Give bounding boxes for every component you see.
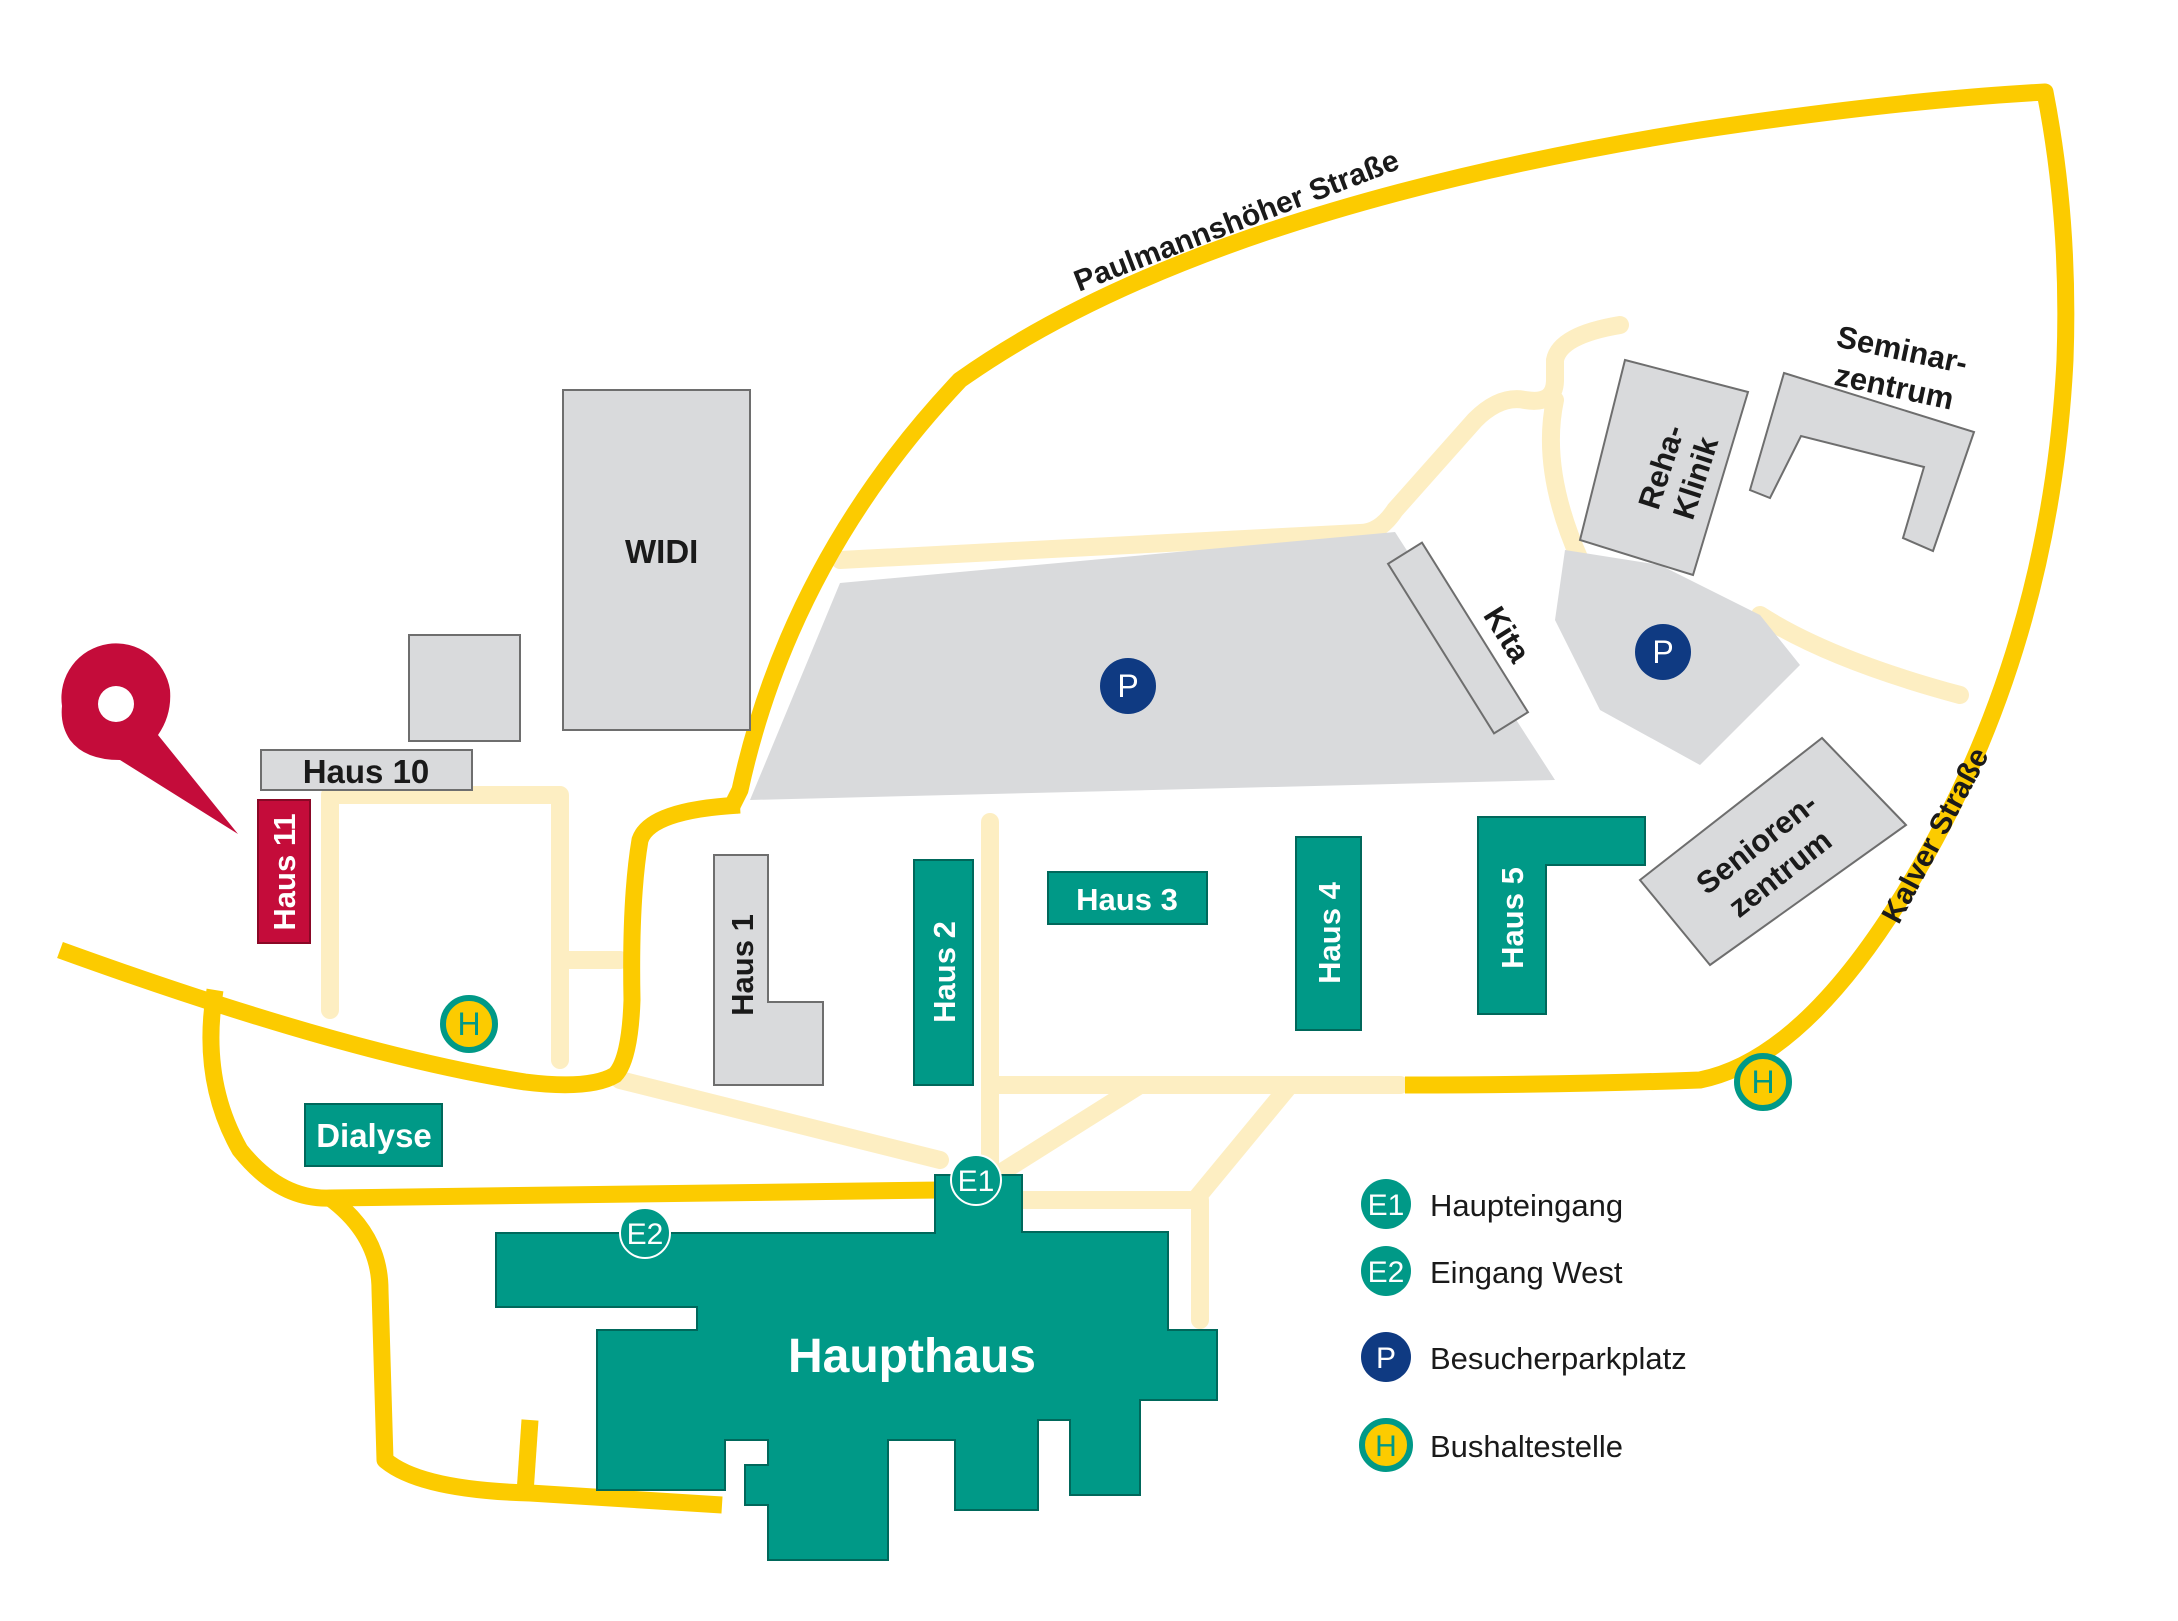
legend-item-besucherparkplatz: P Besucherparkplatz: [1361, 1332, 1687, 1382]
parking-marker-east[interactable]: P: [1635, 624, 1691, 680]
legend: E1 Haupteingang E2 Eingang West P Besuch…: [1359, 1179, 1687, 1472]
bus-stop-icon: [1359, 1418, 1413, 1472]
svg-text:E2: E2: [1368, 1256, 1405, 1289]
building-haus-2: [913, 859, 974, 1086]
parking-icon: [1361, 1332, 1411, 1382]
label-haus-11: Haus 11: [267, 813, 302, 930]
location-pin-icon: [61, 643, 238, 834]
entrance-e1-icon: [1361, 1179, 1411, 1229]
legend-item-haupteingang: E1 Haupteingang: [1361, 1179, 1623, 1229]
entrance-marker-e2[interactable]: E2: [619, 1207, 671, 1259]
building-haus-3: [1047, 871, 1208, 925]
svg-text:H: H: [457, 1006, 480, 1042]
building-seniorenzentrum: [1638, 736, 1908, 967]
visitor-parking-lot-main: [750, 532, 1555, 800]
building-haus-1: [713, 854, 824, 1086]
building-small-unnamed: [408, 634, 521, 742]
parking-marker-main[interactable]: P: [1100, 658, 1156, 714]
label-dialyse: Dialyse: [316, 1117, 432, 1154]
legend-label-besucherparkplatz: Besucherparkplatz: [1430, 1341, 1687, 1376]
svg-text:P: P: [1376, 1342, 1396, 1375]
building-kita: [1386, 541, 1530, 735]
building-reha-klinik: [1578, 358, 1750, 577]
building-widi: [562, 389, 751, 731]
label-haus-3: Haus 3: [1076, 882, 1178, 917]
label-haus-2: Haus 2: [927, 921, 962, 1023]
svg-text:P: P: [1117, 668, 1138, 704]
svg-text:E2: E2: [627, 1218, 664, 1251]
building-dialyse: [304, 1103, 443, 1167]
footpaths: [321, 316, 1969, 1329]
label-haus-1: Haus 1: [725, 914, 760, 1016]
legend-item-bushaltestelle: H Bushaltestelle: [1359, 1418, 1623, 1472]
label-haus-10: Haus 10: [303, 753, 430, 790]
label-haus-5: Haus 5: [1495, 867, 1530, 969]
svg-text:H: H: [1375, 1430, 1397, 1463]
svg-text:E1: E1: [1368, 1189, 1405, 1222]
building-haupthaus: [495, 1174, 1218, 1561]
svg-text:P: P: [1652, 634, 1673, 670]
label-haupthaus: Haupthaus: [788, 1330, 1036, 1383]
gray-buildings: [260, 358, 1976, 1086]
bus-stop-marker-west[interactable]: H: [440, 995, 498, 1053]
teal-buildings: [304, 816, 1646, 1561]
building-haus-10: [260, 749, 473, 791]
street-label-north: Paulmannshöher Straße: [1070, 144, 1404, 298]
building-haus-11[interactable]: [257, 799, 311, 944]
legend-label-bushaltestelle: Bushaltestelle: [1430, 1429, 1623, 1464]
building-haus-4: [1295, 836, 1362, 1031]
building-haus-5: [1477, 816, 1646, 1015]
legend-item-eingang-west: E2 Eingang West: [1361, 1246, 1623, 1296]
svg-text:H: H: [1751, 1064, 1774, 1100]
legend-label-eingang-west: Eingang West: [1430, 1255, 1623, 1290]
entrance-e2-icon: [1361, 1246, 1411, 1296]
label-haus-4: Haus 4: [1312, 881, 1347, 983]
svg-text:E1: E1: [958, 1165, 995, 1198]
bus-stop-marker-east[interactable]: H: [1734, 1053, 1792, 1111]
entrance-marker-e1[interactable]: E1: [950, 1154, 1002, 1206]
main-roads: [57, 83, 2075, 1514]
street-label-east: Kalver Straße: [1876, 742, 1996, 928]
building-seminarzentrum: [1748, 371, 1976, 553]
label-widi: WIDI: [625, 533, 698, 570]
legend-label-haupteingang: Haupteingang: [1430, 1188, 1623, 1223]
